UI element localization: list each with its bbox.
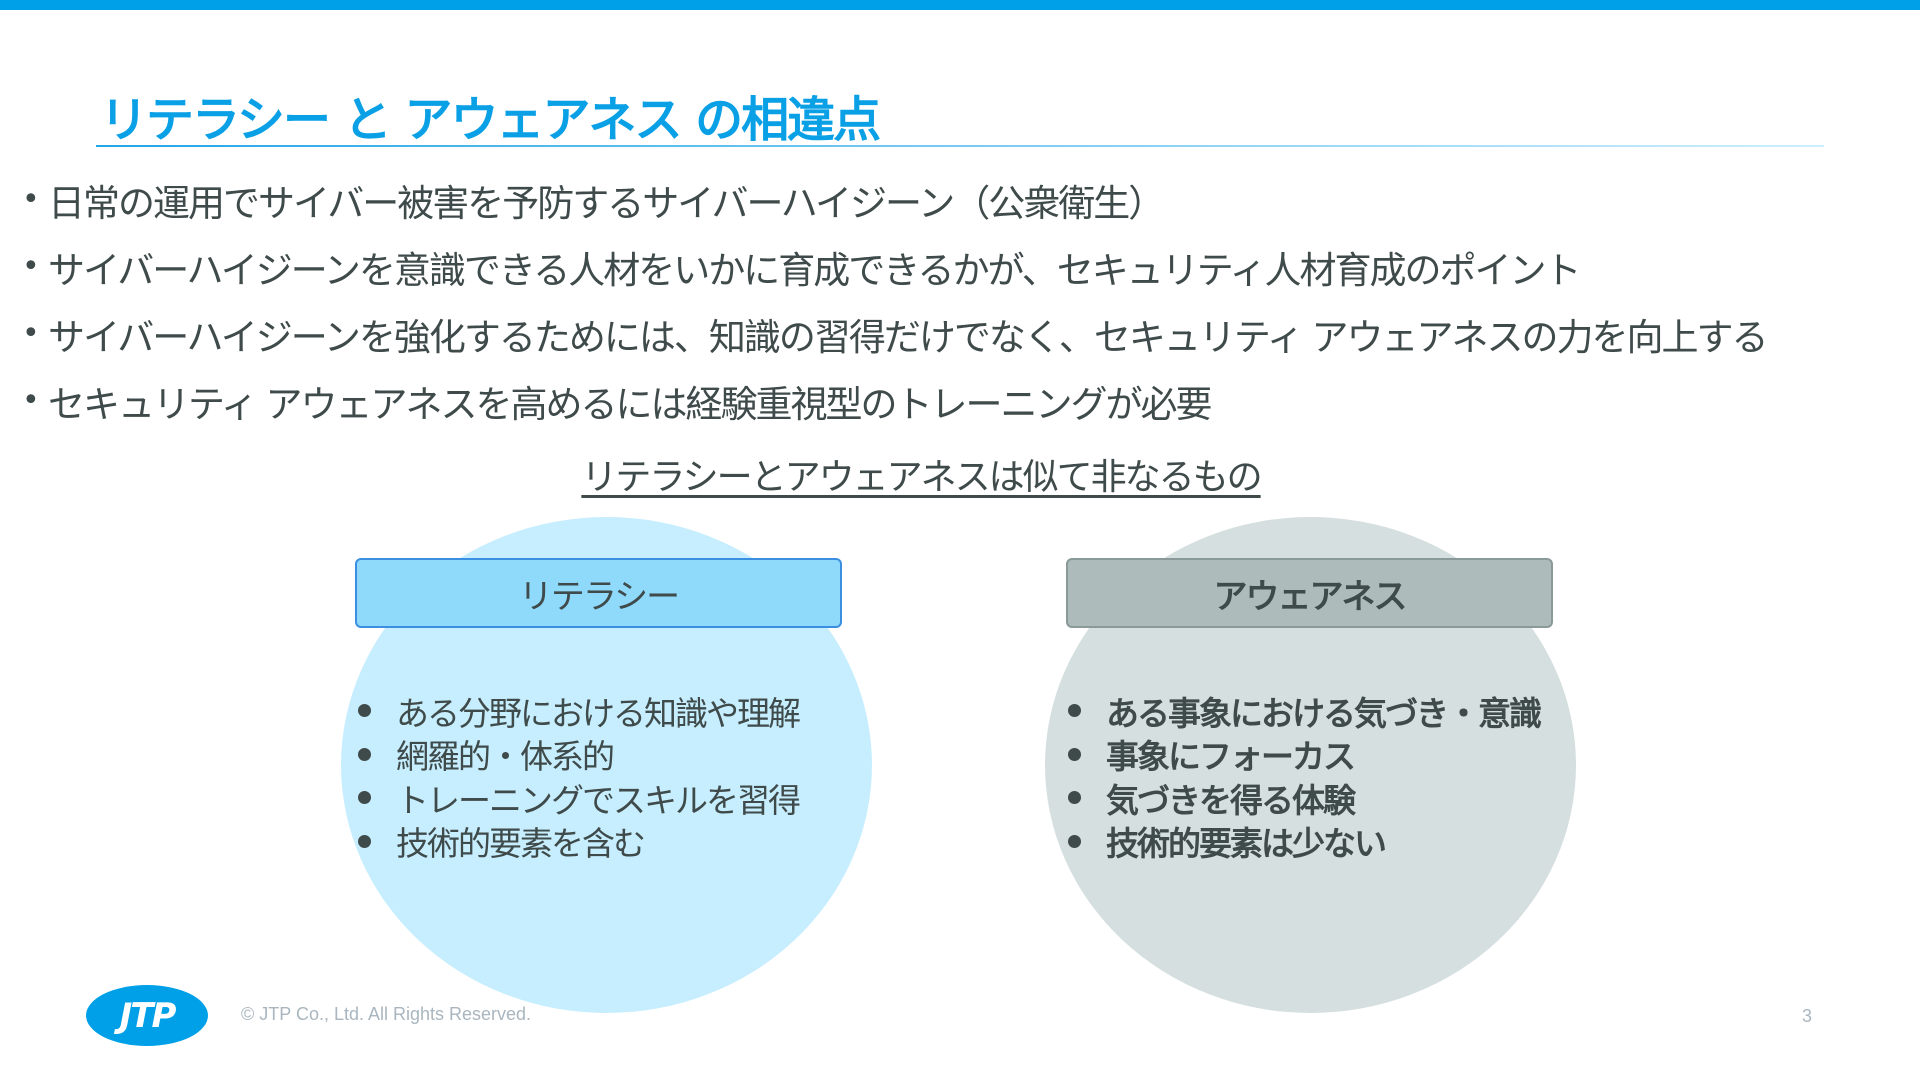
bullet-icon: • [22,383,40,418]
list-item-text: 技術的要素を含む [396,824,646,864]
bullet-item: •セキュリティ アウェアネスを高めるには経験重視型のトレーニングが必要 [22,367,1766,434]
list-item: ある分野における知識や理解 [356,689,801,733]
list-item-text: ある分野における知識や理解 [396,693,801,733]
bullet-list: •日常の運用でサイバー被害を予防するサイバーハイジーン（公衆衛生） •サイバーハ… [22,166,1768,434]
list-item: 事象にフォーカス [1066,733,1540,777]
jtp-logo: JTP [86,985,208,1046]
list-item: 気づきを得る体験 [1066,776,1540,820]
bullet-item: •日常の運用でサイバー被害を予防するサイバーハイジーン（公衆衛生） [22,166,1766,233]
bullet-icon: • [22,249,40,284]
awareness-list: ある事象における気づき・意識 事象にフォーカス 気づきを得る体験 技術的要素は少… [1066,689,1542,864]
list-item-text: 技術的要素は少ない [1106,824,1387,864]
bullet-icon [1068,704,1081,718]
list-item-text: ある事象における気づき・意識 [1106,693,1542,733]
bullet-text: 日常の運用でサイバー被害を予防するサイバーハイジーン（公衆衛生） [48,181,1165,225]
bullet-icon: • [22,316,40,351]
list-item: 技術的要素は少ない [1066,820,1540,864]
list-item-text: 網羅的・体系的 [396,737,615,777]
list-item-text: トレーニングでスキルを習得 [396,780,801,820]
page-number: 3 [1802,1006,1813,1026]
bullet-icon [358,834,371,848]
bullet-text: セキュリティ アウェアネスを高めるには経験重視型のトレーニングが必要 [48,382,1213,426]
list-item-text: 気づきを得る体験 [1106,780,1356,820]
list-item: ある事象における気づき・意識 [1066,689,1542,733]
awareness-header: アウェアネス [1066,558,1553,628]
bullet-icon [1068,747,1081,761]
top-accent-bar [0,0,1920,10]
literacy-header: リテラシー [355,558,842,628]
bullet-text: サイバーハイジーンを強化するためには、知識の習得だけでなく、セキュリティ アウェ… [48,315,1768,359]
bullet-icon [358,747,371,761]
copyright: © JTP Co., Ltd. All Rights Reserved. [241,1004,532,1024]
bullet-text: サイバーハイジーンを意識できる人材をいかに育成できるかが、セキュリティ人材育成の… [48,248,1581,292]
bullet-icon: • [22,182,40,217]
bullet-icon [1068,834,1081,848]
bullet-icon [1068,791,1081,805]
list-item: トレーニングでスキルを習得 [356,776,801,820]
subheading: リテラシーとアウェアネスは似て非なるもの [0,448,1842,500]
list-item: 網羅的・体系的 [356,733,799,777]
list-item: 技術的要素を含む [356,820,799,864]
title-divider [96,145,1824,147]
bullet-item: •サイバーハイジーンを意識できる人材をいかに育成できるかが、セキュリティ人材育成… [22,233,1766,300]
subheading-text: リテラシーとアウェアネスは似て非なるもの [581,457,1262,498]
literacy-list: ある分野における知識や理解 網羅的・体系的 トレーニングでスキルを習得 技術的要… [356,689,801,864]
bullet-icon [358,704,371,718]
slide-title: リテラシー と アウェアネス の相違点 [100,92,881,148]
list-item-text: 事象にフォーカス [1106,737,1356,777]
bullet-item: •サイバーハイジーンを強化するためには、知識の習得だけでなく、セキュリティ アウ… [22,300,1768,367]
bullet-icon [358,791,371,805]
